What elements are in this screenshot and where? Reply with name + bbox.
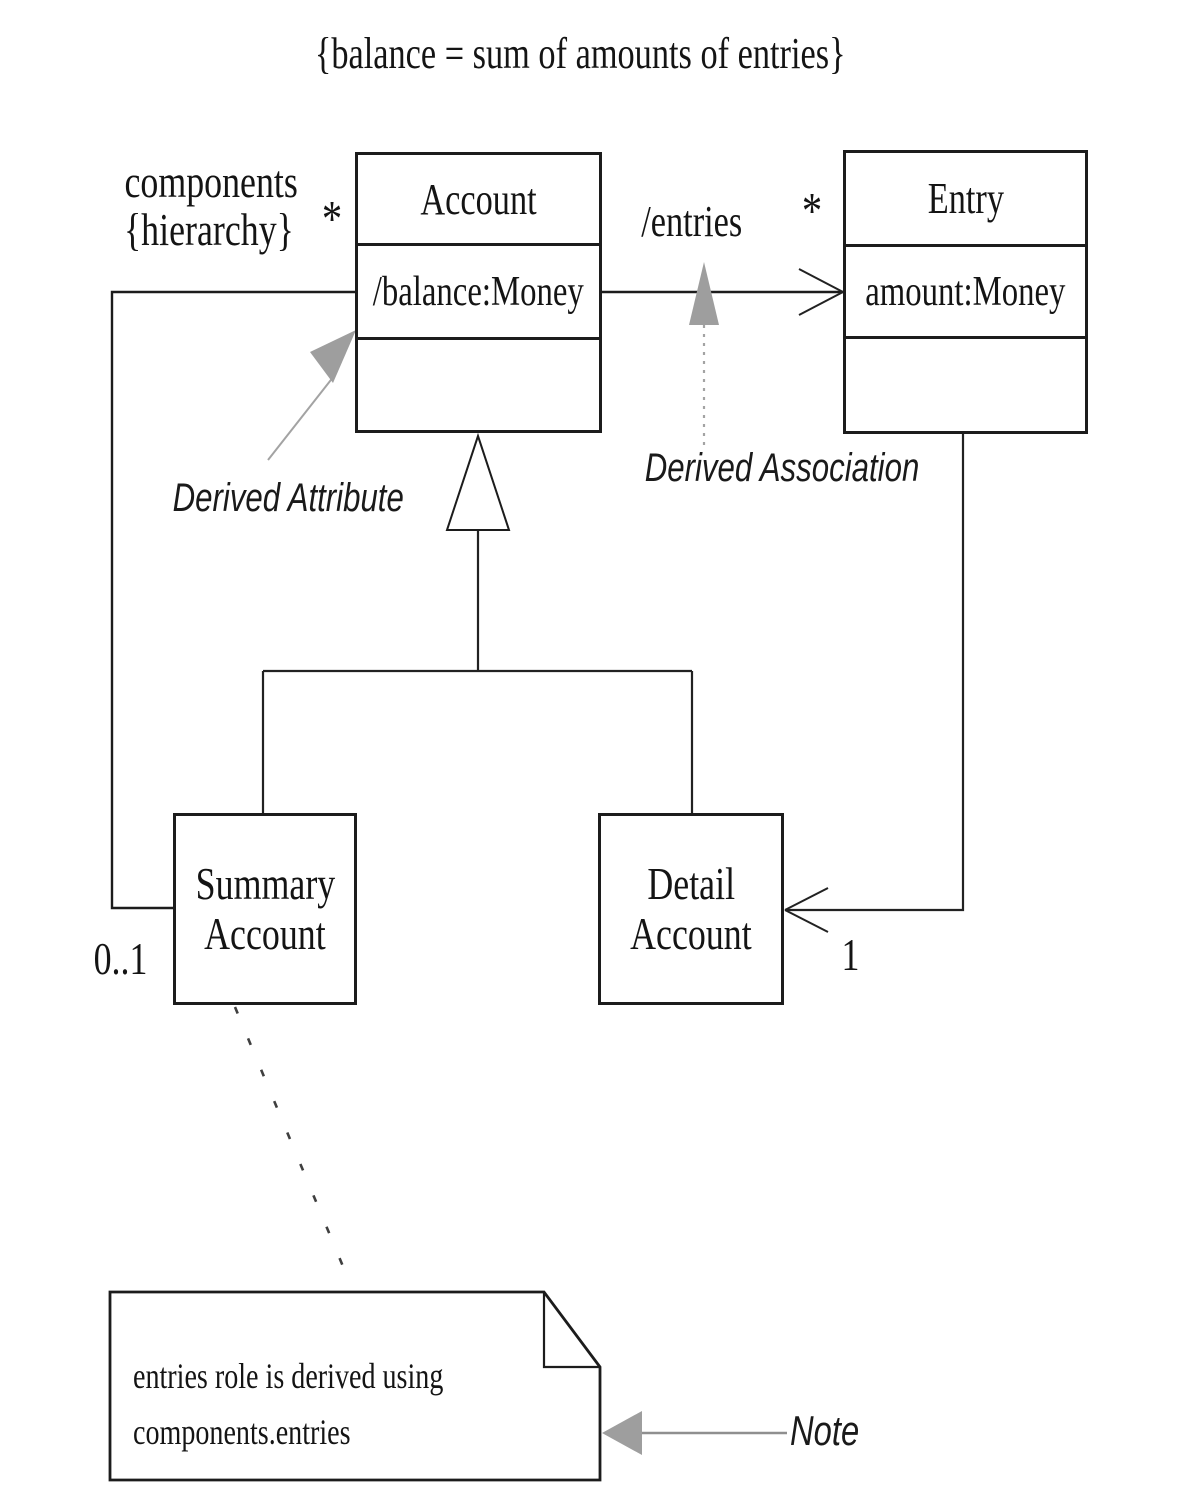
balance-constraint-text: {balance = sum of amounts of entries} <box>314 29 846 78</box>
derived-attribute-label: Derived Attribute <box>140 476 404 521</box>
class-account-operations-compartment <box>358 340 599 430</box>
generalization-links <box>261 432 694 813</box>
note-anchor-dashed-line <box>233 1006 354 1289</box>
class-account-attribute: /balance:Money <box>372 268 585 315</box>
entries-multiplicity-star: * <box>790 186 834 238</box>
open-arrowhead-icon <box>798 268 844 316</box>
detail-end-multiplicity-text: 1 <box>841 929 859 980</box>
class-entry-name-compartment: Entry <box>846 153 1085 247</box>
class-account-name-compartment: Account <box>358 155 599 246</box>
note-body: entries role is derived using components… <box>133 1348 583 1460</box>
note-pointer-text: Note <box>790 1407 860 1454</box>
detail-entry-association-shaft <box>785 434 965 912</box>
derived-attribute-text: Derived Attribute <box>172 476 404 520</box>
components-multiplicity-star: * <box>308 194 356 246</box>
class-entry-attribute: amount:Money <box>865 268 1066 315</box>
detail-entry-association-line <box>784 434 965 933</box>
derived-attribute-pointer <box>267 330 356 461</box>
derived-attribute-pointer-shaft <box>267 375 335 461</box>
derived-association-text: Derived Association <box>644 446 920 490</box>
gray-arrowhead-icon <box>689 262 719 325</box>
summary-end-multiplicity: 0..1 <box>80 933 160 985</box>
note-text-line1: entries role is derived using <box>133 1356 444 1396</box>
open-arrowhead-icon <box>784 887 829 933</box>
class-entry: Entry amount:Money <box>843 150 1088 434</box>
components-association-shaft <box>110 290 355 910</box>
components-association-line <box>110 290 355 910</box>
summary-end-multiplicity-text: 0..1 <box>93 933 147 984</box>
class-entry-attribute-compartment: amount:Money <box>846 247 1085 339</box>
class-account-name: Account <box>420 174 537 224</box>
note-group <box>108 1006 602 1482</box>
class-account-attribute-compartment: /balance:Money <box>358 246 599 340</box>
class-summary-account: Summary Account <box>173 813 357 1005</box>
generalization-triangle-icon <box>445 432 511 531</box>
components-multiplicity-star-text: * <box>321 191 343 248</box>
class-summary-account-name-line1: Summary <box>195 858 335 909</box>
class-entry-operations-compartment <box>846 339 1085 431</box>
note-pointer-label: Note <box>790 1406 879 1456</box>
components-role-name: components <box>124 156 298 207</box>
entries-role-label: /entries <box>622 197 762 246</box>
derived-association-pointer <box>689 262 719 447</box>
note-folded-corner-icon <box>542 1292 600 1369</box>
components-role-label: components {hierarchy} <box>100 158 310 254</box>
entries-association-line <box>602 268 844 316</box>
note-text-line2: components.entries <box>133 1412 351 1452</box>
generalization-shaft <box>261 530 694 813</box>
class-entry-name: Entry <box>927 174 1004 223</box>
hierarchy-constraint: {hierarchy} <box>123 204 294 255</box>
detail-end-multiplicity: 1 <box>825 929 875 981</box>
class-detail-account: Detail Account <box>598 813 784 1005</box>
entries-role-text: /entries <box>641 197 743 246</box>
note-pointer <box>602 1411 787 1455</box>
class-detail-account-name-line1: Detail <box>647 858 735 909</box>
balance-constraint-label: {balance = sum of amounts of entries} <box>240 28 846 79</box>
derived-association-label: Derived Association <box>606 446 920 491</box>
class-detail-account-name-line2: Account <box>630 908 752 959</box>
note-shape <box>108 1290 602 1482</box>
class-account: Account /balance:Money <box>355 152 602 433</box>
gray-arrowhead-icon <box>310 330 356 383</box>
entries-multiplicity-star-text: * <box>801 183 823 240</box>
class-summary-account-name-line2: Account <box>204 908 326 959</box>
gray-arrowhead-icon <box>602 1411 642 1455</box>
